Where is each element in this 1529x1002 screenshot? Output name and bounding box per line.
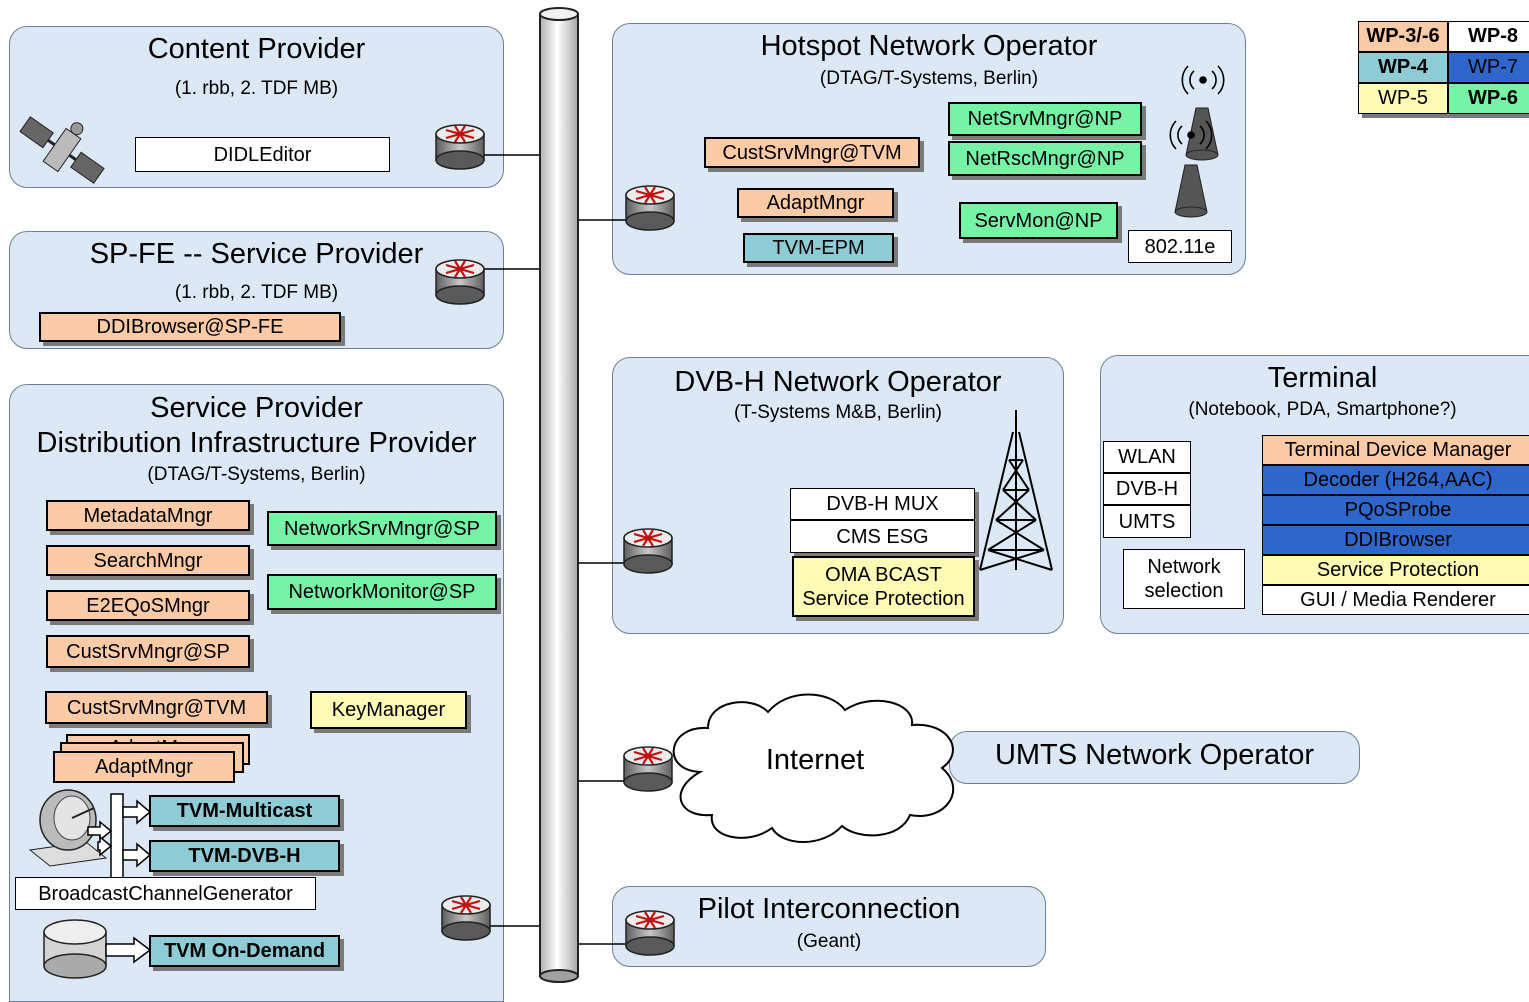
ddi-browser-spfe-box: DDIBrowser@SP-FE <box>39 312 341 342</box>
wifi-antenna-icon <box>1174 107 1219 218</box>
dvbh-title: DVB-H Network Operator <box>674 366 1002 398</box>
network-srv-mngr-box: NetworkSrvMngr@SP <box>267 511 497 546</box>
router-icon <box>624 184 676 232</box>
satellite-icon <box>19 116 105 184</box>
oma-bcast-box: OMA BCAST Service Protection <box>792 556 975 617</box>
terminal-dvbh-box: DVB-H <box>1103 473 1191 505</box>
ddi-browser-terminal-box: DDIBrowser <box>1262 525 1529 555</box>
content-provider-subtitle: (1. rbb, 2. TDF MB) <box>174 78 339 99</box>
router-icon <box>434 123 486 171</box>
cust-srv-mngr-tvm-sp-box: CustSrvMngr@TVM <box>45 691 268 724</box>
pilot-panel <box>612 886 1046 967</box>
e2e-qos-mngr-box: E2EQoSMngr <box>46 590 250 621</box>
serv-mon-np-box: ServMon@NP <box>959 202 1118 239</box>
wifi-signal-icon <box>1169 65 1225 150</box>
tvm-dvbh-box: TVM-DVB-H <box>149 840 340 872</box>
service-provider-title-2: Distribution Infrastructure Provider <box>36 427 477 459</box>
pilot-title: Pilot Interconnection <box>697 893 961 925</box>
terminal-wlan-box: WLAN <box>1103 441 1191 473</box>
didl-editor-box: DIDLEditor <box>135 137 390 172</box>
adapt-mngr-hotspot-box: AdaptMngr <box>737 188 894 218</box>
legend-wp8: WP-8 <box>1448 21 1529 52</box>
metadata-mngr-box: MetadataMngr <box>46 500 250 531</box>
broadcast-tower-icon <box>979 410 1053 571</box>
database-icon <box>43 919 107 979</box>
spfe-subtitle: (1. rbb, 2. TDF MB) <box>174 282 339 303</box>
work-package-legend: WP-3/-6 WP-8 WP-4 WP-7 WP-5 WP-6 <box>1358 21 1529 114</box>
router-icon <box>622 527 674 575</box>
service-provider-subtitle: (DTAG/T-Systems, Berlin) <box>147 464 366 485</box>
terminal-title: Terminal <box>1267 362 1378 394</box>
router-icon <box>622 745 674 793</box>
cust-srv-mngr-tvm-hotspot-box: CustSrvMngr@TVM <box>704 137 920 168</box>
internet-label: Internet <box>765 744 865 776</box>
hotspot-title: Hotspot Network Operator <box>760 30 1098 62</box>
network-selection-line-1: Network <box>1147 556 1221 578</box>
oma-bcast-line-2: Service Protection <box>802 587 965 610</box>
service-protection-terminal-box: Service Protection <box>1262 555 1529 585</box>
adapt-mngr-box: AdaptMngr <box>53 751 235 783</box>
legend-wp5: WP-5 <box>1358 83 1448 114</box>
backbone-bus <box>539 7 579 983</box>
cms-esg-box: CMS ESG <box>790 520 975 553</box>
terminal-device-manager-box: Terminal Device Manager <box>1262 435 1529 465</box>
service-provider-title: Service Provider <box>150 392 363 424</box>
net-srv-mngr-np-box: NetSrvMngr@NP <box>948 102 1142 136</box>
legend-wp6: WP-6 <box>1448 83 1529 114</box>
bus-links <box>484 154 626 945</box>
network-monitor-box: NetworkMonitor@SP <box>267 574 497 610</box>
decoder-box: Decoder (H264,AAC) <box>1262 465 1529 495</box>
internet-cloud <box>672 693 955 843</box>
umts-operator-title: UMTS Network Operator <box>994 739 1315 771</box>
search-mngr-box: SearchMngr <box>46 545 250 576</box>
wifi-standard-label: 802.11e <box>1128 230 1232 263</box>
tvm-epm-box: TVM-EPM <box>743 233 894 263</box>
terminal-subtitle: (Notebook, PDA, Smartphone?) <box>1188 399 1457 420</box>
satellite-dish-icon <box>28 789 108 867</box>
terminal-umts-box: UMTS <box>1103 505 1191 538</box>
dvbh-subtitle: (T-Systems M&B, Berlin) <box>734 402 942 423</box>
legend-wp4: WP-4 <box>1358 52 1448 83</box>
pilot-subtitle: (Geant) <box>796 931 862 952</box>
key-manager-box: KeyManager <box>310 691 467 729</box>
content-provider-title: Content Provider <box>147 33 366 65</box>
tvm-multicast-box: TVM-Multicast <box>149 795 340 827</box>
net-rsc-mngr-np-box: NetRscMngr@NP <box>948 141 1142 176</box>
network-selection-box: Network selection <box>1123 549 1245 609</box>
broadcast-channel-generator-box: BroadcastChannelGenerator <box>15 877 316 910</box>
pqos-probe-box: PQoSProbe <box>1262 495 1529 525</box>
network-selection-line-2: selection <box>1144 580 1224 602</box>
router-icon <box>440 894 492 942</box>
spfe-title: SP-FE -- Service Provider <box>89 238 424 270</box>
legend-wp7: WP-7 <box>1448 52 1529 83</box>
tvm-on-demand-box: TVM On-Demand <box>149 935 340 967</box>
gui-media-renderer-box: GUI / Media Renderer <box>1262 585 1529 615</box>
oma-bcast-line-1: OMA BCAST <box>825 563 942 586</box>
distribution-arrows <box>87 793 152 964</box>
hotspot-subtitle: (DTAG/T-Systems, Berlin) <box>819 68 1039 89</box>
legend-wp36: WP-3/-6 <box>1358 21 1448 52</box>
dvbh-mux-box: DVB-H MUX <box>790 488 975 520</box>
umts-operator-panel <box>949 731 1360 784</box>
cust-srv-mngr-sp-box: CustSrvMngr@SP <box>46 635 250 668</box>
